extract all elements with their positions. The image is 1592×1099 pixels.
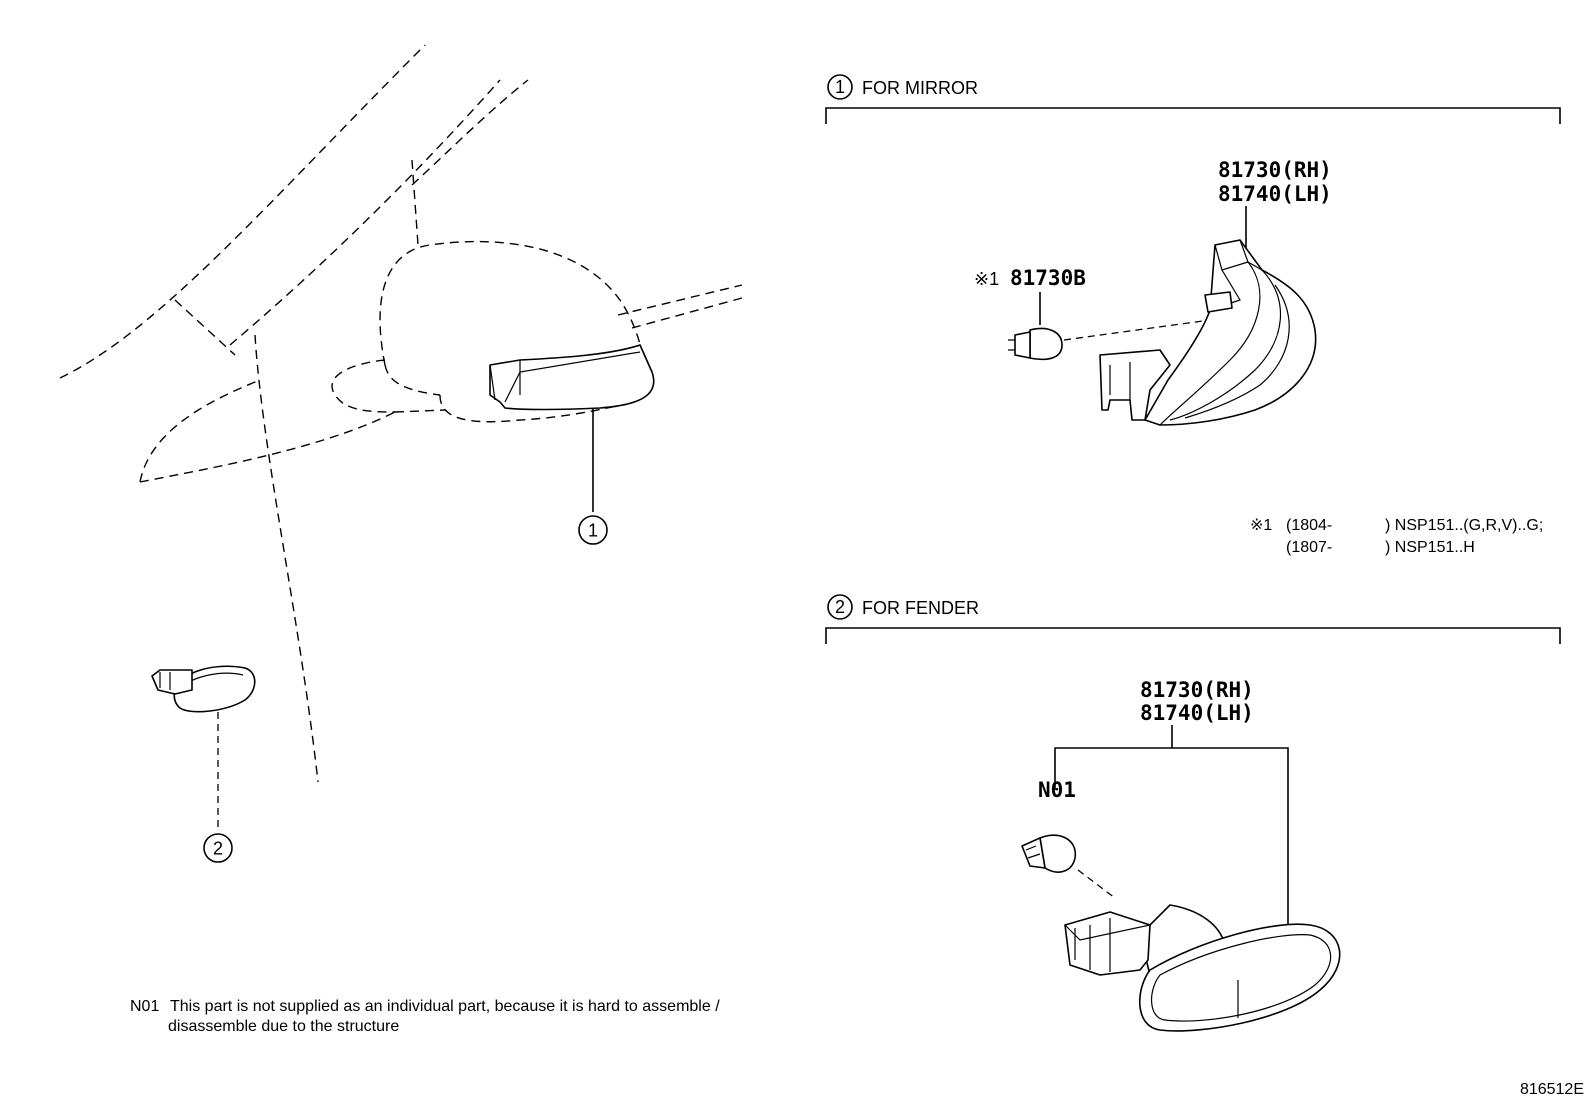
mirror-turn-lamp bbox=[1099, 239, 1317, 426]
applicability-line2-to: ) NSP151..H bbox=[1385, 539, 1475, 556]
fender-side-marker-lamp bbox=[1064, 904, 1341, 1032]
section-2-title: FOR FENDER bbox=[862, 598, 979, 618]
applicability-line1-to: ) NSP151..(G,R,V)..G; bbox=[1385, 517, 1543, 534]
mirror-bulb-mark: ※1 bbox=[974, 269, 999, 289]
fender-marker-lamp-overview bbox=[151, 665, 256, 713]
section-1-title: FOR MIRROR bbox=[862, 78, 978, 98]
section-2-number: 2 bbox=[835, 597, 845, 617]
callout-2-number: 2 bbox=[213, 839, 223, 859]
footnote-line2: disassemble due to the structure bbox=[168, 1018, 399, 1035]
mirror-bulb bbox=[1008, 327, 1063, 361]
footnote-line1: This part is not supplied as an individu… bbox=[170, 998, 720, 1015]
fender-bulb bbox=[1021, 834, 1076, 873]
applicability-mark: ※1 bbox=[1250, 517, 1272, 534]
callout-2: 2 bbox=[203, 833, 233, 863]
section-1-number: 1 bbox=[835, 77, 845, 97]
section-for-fender: 2 FOR FENDER 81730(RH) 81740(LH) N01 N01… bbox=[130, 594, 1561, 1035]
mirror-lamp-lh-label: 81740(LH) bbox=[1218, 182, 1332, 206]
fender-bulb-label: N01 bbox=[1038, 778, 1076, 802]
callout-1: 1 bbox=[578, 515, 608, 545]
footnote-code: N01 bbox=[130, 998, 159, 1015]
illustration-id: 816512E bbox=[1520, 1081, 1584, 1098]
mirror-bulb-label: 81730B bbox=[1010, 266, 1086, 290]
mirror-lamp-rh-label: 81730(RH) bbox=[1218, 158, 1332, 182]
applicability-line1-from: (1804- bbox=[1286, 517, 1332, 534]
fender-lamp-rh-label: 81730(RH) bbox=[1140, 678, 1254, 702]
vehicle-overview bbox=[59, 44, 743, 830]
section-for-mirror: 1 FOR MIRROR 81730(RH) 81740(LH) ※1 8173… bbox=[825, 74, 1561, 556]
fender-lamp-lh-label: 81740(LH) bbox=[1140, 701, 1254, 725]
callout-1-number: 1 bbox=[588, 521, 598, 541]
applicability-line2-from: (1807- bbox=[1286, 539, 1332, 556]
